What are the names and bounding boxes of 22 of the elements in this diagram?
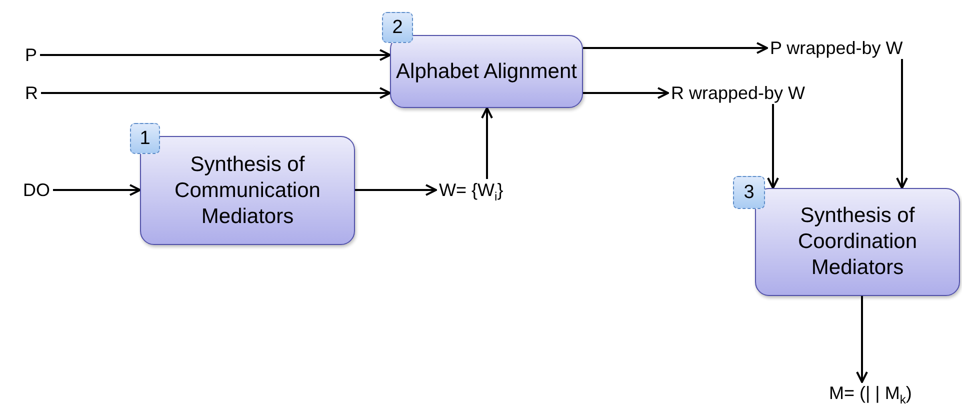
arrow bbox=[41, 87, 391, 99]
arrow bbox=[583, 42, 768, 54]
label-text: M= (| | M$_{k}$) bbox=[826, 382, 915, 406]
label-text: P bbox=[22, 44, 40, 66]
label-text: W= {W$_{i}$} bbox=[436, 179, 506, 203]
arrow bbox=[767, 104, 779, 189]
arrow bbox=[481, 107, 493, 179]
arrow bbox=[40, 49, 391, 61]
label-text: P wrapped-by W bbox=[767, 37, 906, 59]
arrow bbox=[583, 87, 669, 99]
step-number-badge: 3 bbox=[733, 176, 765, 209]
label-text: R bbox=[22, 82, 41, 104]
arrow bbox=[355, 184, 437, 196]
step-number-badge: 1 bbox=[130, 123, 160, 154]
label-text: R wrapped-by W bbox=[668, 82, 808, 104]
arrow bbox=[856, 296, 868, 383]
step-number-badge: 2 bbox=[382, 12, 413, 43]
process-box: Synthesis of Coordination Mediators bbox=[755, 188, 960, 296]
arrow bbox=[53, 184, 141, 196]
arrow bbox=[896, 59, 908, 189]
process-box: Alphabet Alignment bbox=[390, 35, 583, 108]
label-text: DO bbox=[20, 179, 53, 201]
